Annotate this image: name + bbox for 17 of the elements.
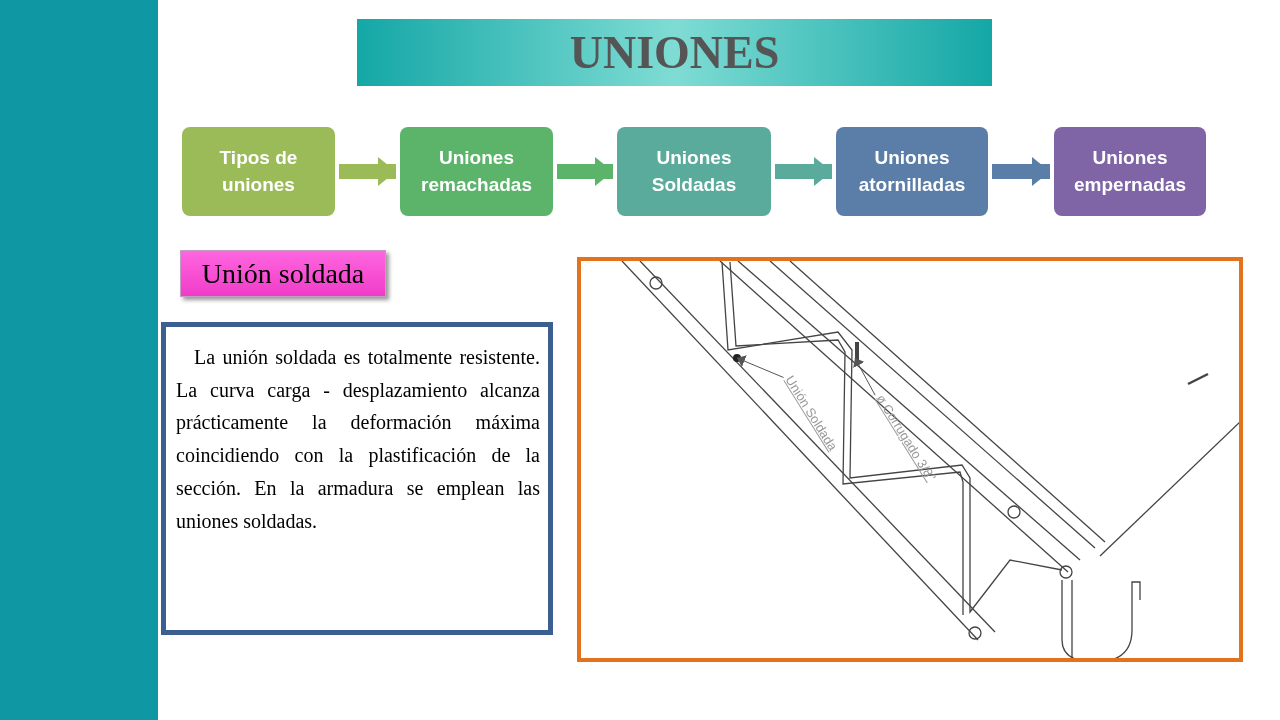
process-box: Uniones empernadas [1054, 127, 1206, 216]
section-tag: Unión soldada [180, 250, 386, 297]
process-box: Tipos de uniones [182, 127, 335, 216]
chevron-arrow [992, 157, 1050, 186]
chevron-arrow [557, 157, 613, 186]
paragraph: La unión soldada es totalmente resistente. La curva carga - desplazamiento alcanza prácticamente la deformación máxima coincidiendo con la plastificación de la sección. En la armadura se emplean las uniones soldadas. [176, 345, 540, 534]
chevron-arrow [339, 157, 396, 186]
weld-mark [733, 354, 741, 362]
leader-line [736, 355, 785, 378]
text-panel [161, 322, 553, 635]
process-box: Uniones atornilladas [836, 127, 988, 216]
process-box: Uniones remachadas [400, 127, 553, 216]
chevron-arrow [775, 157, 832, 186]
process-box: Uniones Soldadas [617, 127, 771, 216]
title-banner: UNIONES [357, 19, 992, 86]
rebar-segment [855, 342, 859, 362]
leader-line [853, 357, 876, 396]
